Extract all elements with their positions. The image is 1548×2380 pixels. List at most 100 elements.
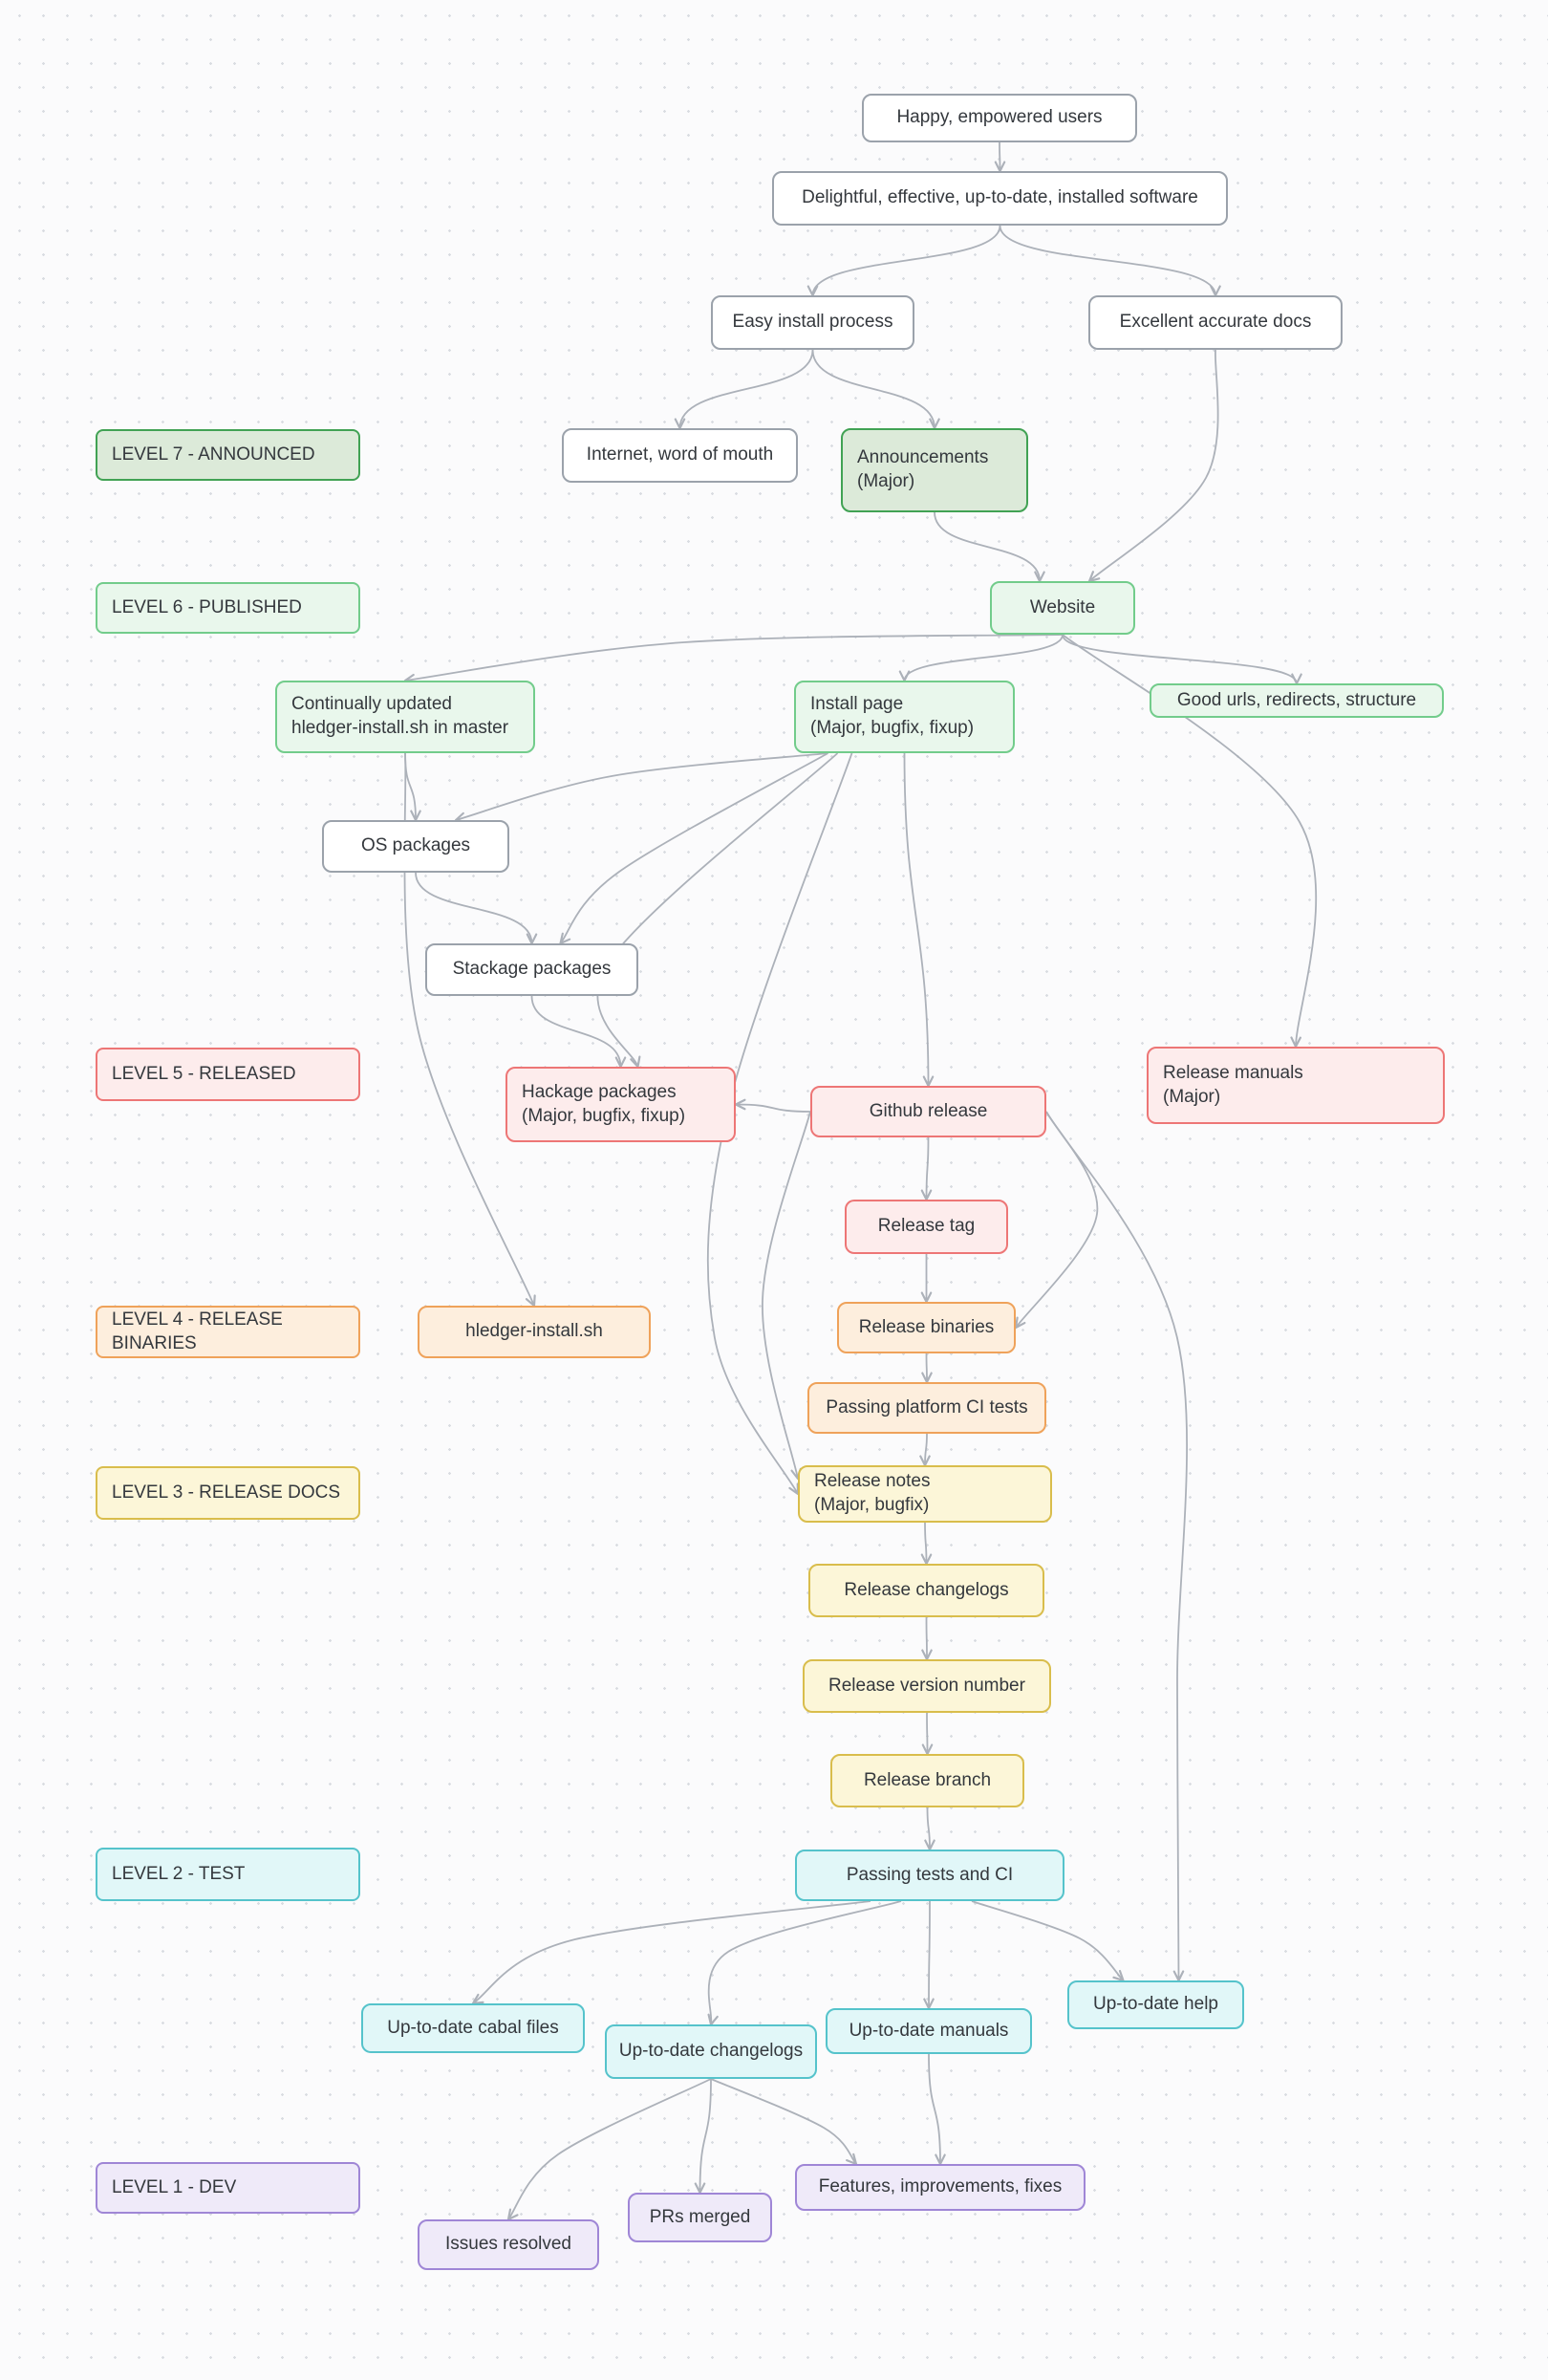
edge-install_page-to-release_notes xyxy=(706,752,853,1496)
edge-install_page-to-os_packages xyxy=(454,752,828,824)
level-3-label: LEVEL 3 - RELEASE DOCS xyxy=(112,1482,341,1503)
node-label: Excellent accurate docs xyxy=(1119,312,1312,333)
node-issues-resolved: Issues resolved xyxy=(418,2219,599,2270)
edge-release_notes-to-release_changelogs xyxy=(920,1522,933,1566)
node-label: hledger-install.sh xyxy=(465,1321,603,1342)
edge-release_version_number-to-release_branch xyxy=(921,1712,934,1756)
edge-website-to-continually_updated_install xyxy=(403,634,1064,685)
node-release-notes: Release notes (Major, bugfix) xyxy=(798,1465,1052,1523)
level-4-badge: LEVEL 4 - RELEASE BINARIES xyxy=(96,1306,360,1358)
level-2-badge: LEVEL 2 - TEST xyxy=(96,1848,360,1901)
level-5-label: LEVEL 5 - RELEASED xyxy=(112,1063,296,1084)
edge-website-to-good_urls xyxy=(1062,634,1302,685)
level-7-badge: LEVEL 7 - ANNOUNCED xyxy=(96,429,360,481)
edge-up_to_date_changelogs-to-features_improvements_fixes xyxy=(710,2078,858,2166)
node-excellent-accurate-docs: Excellent accurate docs xyxy=(1088,295,1343,350)
node-label: Release manuals (Major) xyxy=(1163,1062,1303,1107)
node-label: Github release xyxy=(869,1100,988,1121)
node-os-packages: OS packages xyxy=(322,820,509,873)
node-release-version-number: Release version number xyxy=(803,1659,1051,1713)
edge-os_packages-to-stackage_packages xyxy=(415,872,538,945)
edge-stackage_packages-to-hackage_packages xyxy=(530,995,627,1069)
node-label: Hackage packages (Major, bugfix, fixup) xyxy=(522,1081,686,1126)
node-github-release: Github release xyxy=(810,1086,1046,1137)
edge-install_page-to-stackage_packages xyxy=(559,752,828,945)
node-stackage-packages: Stackage packages xyxy=(425,943,638,996)
node-label: Passing platform CI tests xyxy=(826,1396,1028,1417)
edge-website-to-release_manuals xyxy=(1062,634,1318,1049)
node-up-to-date-help: Up-to-date help xyxy=(1067,1980,1244,2029)
level-5-badge: LEVEL 5 - RELEASED xyxy=(96,1048,360,1101)
level-6-label: LEVEL 6 - PUBLISHED xyxy=(112,596,302,617)
edge-excellent_docs-to-website xyxy=(1087,349,1219,583)
node-features-improvements-fixes: Features, improvements, fixes xyxy=(795,2164,1086,2211)
edge-release_branch-to-passing_tests_ci xyxy=(924,1807,935,1851)
node-happy-empowered-users: Happy, empowered users xyxy=(862,94,1137,142)
node-label: Up-to-date changelogs xyxy=(618,2041,804,2062)
node-label: Release notes (Major, bugfix) xyxy=(814,1471,931,1515)
edge-passing_tests_ci-to-up_to_date_changelogs xyxy=(707,1900,902,2026)
node-release-manuals-major: Release manuals (Major) xyxy=(1147,1047,1445,1124)
node-label: Release changelogs xyxy=(844,1579,1009,1600)
edge-passing_platform_ci-to-release_notes xyxy=(919,1433,931,1467)
edge-passing_tests_ci-to-up_to_date_help xyxy=(971,1900,1125,1982)
edge-up_to_date_changelogs-to-issues_resolved xyxy=(506,2078,712,2221)
node-label: Up-to-date cabal files xyxy=(387,2017,559,2038)
node-label: OS packages xyxy=(360,835,471,856)
node-label: Release tag xyxy=(877,1216,976,1237)
node-label: Release binaries xyxy=(858,1316,995,1337)
node-hledger-install-sh: hledger-install.sh xyxy=(418,1306,651,1358)
edge-easy_install-to-internet_word_of_mouth xyxy=(674,349,814,430)
node-label: Install page (Major, bugfix, fixup) xyxy=(810,694,975,738)
node-good-urls-redirects-structure: Good urls, redirects, structure xyxy=(1150,683,1444,718)
edge-github_release-to-hackage_packages xyxy=(734,1098,811,1113)
node-up-to-date-changelogs: Up-to-date changelogs xyxy=(605,2024,817,2079)
edge-github_release-to-release_binaries xyxy=(1014,1111,1099,1330)
node-internet-word-of-mouth: Internet, word of mouth xyxy=(562,428,798,483)
edge-delightful_software-to-easy_install xyxy=(806,225,1001,297)
level-1-badge: LEVEL 1 - DEV xyxy=(96,2162,360,2214)
node-announcements-major: Announcements (Major) xyxy=(841,428,1028,512)
edge-release_binaries-to-passing_platform_ci xyxy=(921,1352,933,1384)
node-hackage-packages: Hackage packages (Major, bugfix, fixup) xyxy=(505,1067,736,1142)
node-label: Website xyxy=(1029,596,1096,617)
edge-github_release-to-release_tag xyxy=(920,1136,933,1201)
edge-release_changelogs-to-release_version_number xyxy=(921,1616,933,1661)
node-release-changelogs: Release changelogs xyxy=(808,1564,1044,1617)
level-7-label: LEVEL 7 - ANNOUNCED xyxy=(112,444,315,465)
node-label: Good urls, redirects, structure xyxy=(1176,689,1417,710)
node-label: Up-to-date manuals xyxy=(849,2020,1009,2041)
node-up-to-date-cabal-files: Up-to-date cabal files xyxy=(361,2003,585,2053)
node-release-tag: Release tag xyxy=(845,1200,1008,1254)
edge-github_release-to-release_notes xyxy=(762,1111,811,1481)
node-label: Release branch xyxy=(863,1769,992,1790)
edge-delightful_software-to-excellent_docs xyxy=(999,225,1221,297)
level-1-label: LEVEL 1 - DEV xyxy=(112,2176,237,2197)
edge-passing_tests_ci-to-up_to_date_cabal_files xyxy=(471,1900,871,2005)
level-6-badge: LEVEL 6 - PUBLISHED xyxy=(96,582,360,634)
node-label: Features, improvements, fixes xyxy=(818,2176,1063,2197)
edge-continually_updated_install-to-os_packages xyxy=(404,752,421,822)
node-website: Website xyxy=(990,581,1135,635)
level-3-badge: LEVEL 3 - RELEASE DOCS xyxy=(96,1466,360,1520)
level-2-label: LEVEL 2 - TEST xyxy=(112,1863,246,1884)
node-label: Issues resolved xyxy=(444,2234,571,2255)
node-up-to-date-manuals: Up-to-date manuals xyxy=(826,2008,1032,2054)
node-label: Passing tests and CI xyxy=(846,1864,1014,1885)
level-4-label: LEVEL 4 - RELEASE BINARIES xyxy=(112,1309,283,1353)
node-label: Internet, word of mouth xyxy=(586,444,774,465)
edge-github_release-to-up_to_date_help xyxy=(1045,1111,1188,1982)
node-label: Up-to-date help xyxy=(1093,1994,1218,2015)
node-label: Announcements (Major) xyxy=(857,447,989,491)
node-release-binaries: Release binaries xyxy=(837,1302,1016,1353)
node-passing-platform-ci-tests: Passing platform CI tests xyxy=(807,1382,1046,1434)
edge-up_to_date_changelogs-to-prs_merged xyxy=(694,2078,712,2195)
node-easy-install-process: Easy install process xyxy=(711,295,914,350)
node-delightful-software: Delightful, effective, up-to-date, insta… xyxy=(772,171,1228,226)
edge-easy_install-to-announcements xyxy=(811,349,940,430)
node-label: Delightful, effective, up-to-date, insta… xyxy=(802,187,1198,208)
node-label: Continually updated hledger-install.sh i… xyxy=(291,694,509,738)
edge-announcements-to-website xyxy=(934,511,1045,583)
node-label: Happy, empowered users xyxy=(896,107,1103,128)
